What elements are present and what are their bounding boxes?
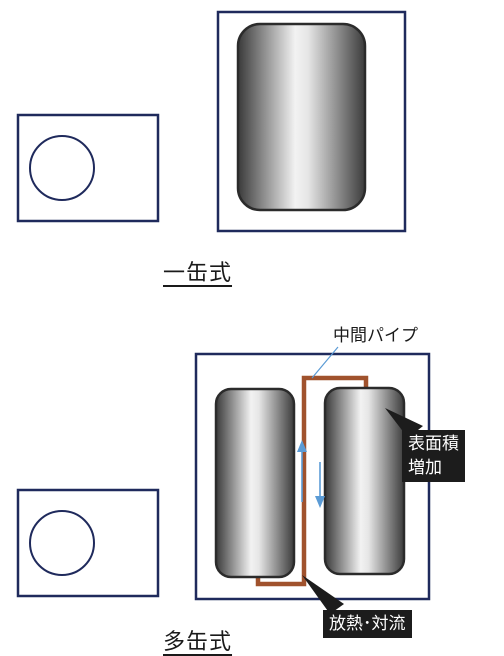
multi-tank-left: [214, 387, 296, 579]
single-tank: [236, 22, 367, 212]
intermediate-pipe: [255, 375, 369, 587]
surface-area-line2: 増加: [408, 458, 442, 478]
single-small-frame: [16, 113, 160, 223]
single-small-circle: [29, 135, 95, 201]
pipe-label-leader: [311, 346, 339, 379]
convection-up-arrow: [297, 440, 307, 502]
multi-small-circle: [29, 510, 95, 576]
multi-small-frame: [16, 488, 160, 598]
surface-area-callout: 表面積 増加: [402, 430, 465, 482]
pipe-label: 中間パイプ: [333, 326, 418, 346]
single-large-frame: [216, 10, 407, 233]
single-caption: 一缶式: [163, 261, 233, 286]
heat-callout-pointer: [302, 575, 344, 614]
convection-down-arrow: [315, 462, 325, 508]
multi-caption: 多缶式: [163, 630, 233, 655]
surface-area-line1: 表面積: [408, 434, 459, 454]
heat-convection-callout: 放熱･対流: [323, 610, 412, 638]
